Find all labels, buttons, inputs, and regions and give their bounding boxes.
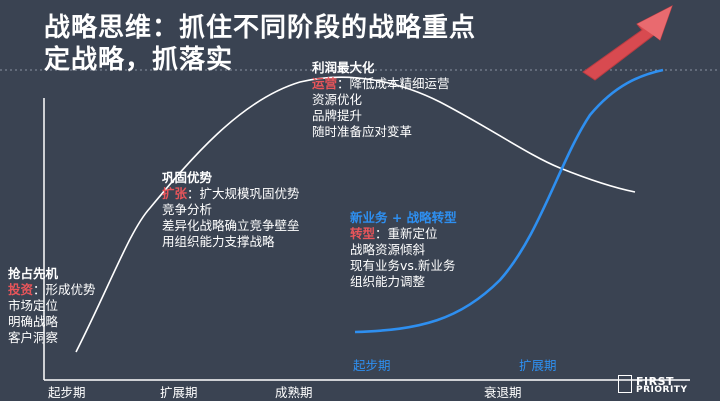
- stage-consolidate-item: 差异化战略确立竞争壁垒: [162, 218, 300, 233]
- new-phase-label-start: 起步期: [353, 358, 391, 373]
- stage-consolidate-block: 巩固优势 扩张：扩大规模巩固优势 竞争分析 差异化战略确立竞争壁垒 用组织能力支…: [162, 170, 300, 250]
- new-phase-label-expand: 扩展期: [519, 358, 557, 373]
- stage-profit-item: 资源优化: [312, 92, 363, 107]
- new-business-curve: [354, 68, 664, 334]
- stage-profit-block: 利润最大化 运营：降低成本精细运营 资源优化 品牌提升 随时准备应对变革: [312, 60, 450, 140]
- stage-consolidate-heading: 巩固优势: [162, 170, 213, 185]
- axis-label-mature: 成熟期: [275, 385, 313, 400]
- axis-label-start: 起步期: [48, 385, 86, 400]
- stage-profit-key: 运营: [312, 76, 338, 91]
- stage-grab-heading: 抢占先机: [8, 266, 59, 281]
- title-line-2: 定战略，抓落实: [44, 45, 234, 75]
- stage-grab-item: 明确战略: [8, 314, 59, 329]
- stage-profit-key-text: ：降低成本精细运营: [337, 76, 450, 91]
- stage-transform-key-text: ：重新定位: [375, 226, 438, 241]
- stage-transform-key: 转型: [350, 226, 376, 241]
- logo-text-priority: PRIORITY: [636, 385, 688, 395]
- stage-grab-block: 抢占先机 投资：形成优势 市场定位 明确战略 客户洞察: [8, 266, 96, 346]
- brand-logo: FIRST PRIORITY: [610, 374, 710, 396]
- stage-consolidate-item: 竞争分析: [162, 202, 213, 217]
- stage-profit-heading: 利润最大化: [312, 60, 375, 75]
- stage-consolidate-item: 用组织能力支撑战略: [162, 234, 275, 249]
- stage-transform-key-line: 转型：重新定位: [350, 226, 457, 242]
- stage-profit-item: 品牌提升: [312, 108, 363, 123]
- stage-transform-block: 新业务 + 战略转型 转型：重新定位 战略资源倾斜 现有业务vs.新业务 组织能…: [350, 210, 457, 290]
- stage-grab-key: 投资: [8, 282, 34, 297]
- axis-label-decline: 衰退期: [484, 385, 522, 400]
- stage-consolidate-key: 扩张: [162, 186, 188, 201]
- logo-text-first: FIRST: [636, 375, 675, 388]
- title-line-1: 战略思维：抓住不同阶段的战略重点: [44, 13, 477, 43]
- stage-grab-key-line: 投资：形成优势: [8, 282, 96, 298]
- stage-profit-key-line: 运营：降低成本精细运营: [312, 76, 450, 92]
- stage-profit-item: 随时准备应对变革: [312, 124, 413, 139]
- growth-arrow-icon: [582, 4, 673, 81]
- lifecycle-curve: [75, 76, 636, 353]
- stage-transform-heading: 新业务 + 战略转型: [350, 210, 457, 225]
- stage-transform-item: 组织能力调整: [350, 274, 426, 289]
- page-title: 战略思维：抓住不同阶段的战略重点 定战略，抓落实: [44, 12, 604, 76]
- stage-grab-key-text: ：形成优势: [33, 282, 96, 297]
- axis-label-expand: 扩展期: [160, 385, 198, 400]
- stage-grab-item: 客户洞察: [8, 330, 59, 345]
- stage-consolidate-key-text: ：扩大规模巩固优势: [187, 186, 300, 201]
- logo-mark-icon: [618, 375, 632, 393]
- stage-consolidate-key-line: 扩张：扩大规模巩固优势: [162, 186, 300, 202]
- stage-transform-item: 现有业务vs.新业务: [350, 258, 456, 273]
- stage-transform-item: 战略资源倾斜: [350, 242, 426, 257]
- stage-grab-item: 市场定位: [8, 298, 59, 313]
